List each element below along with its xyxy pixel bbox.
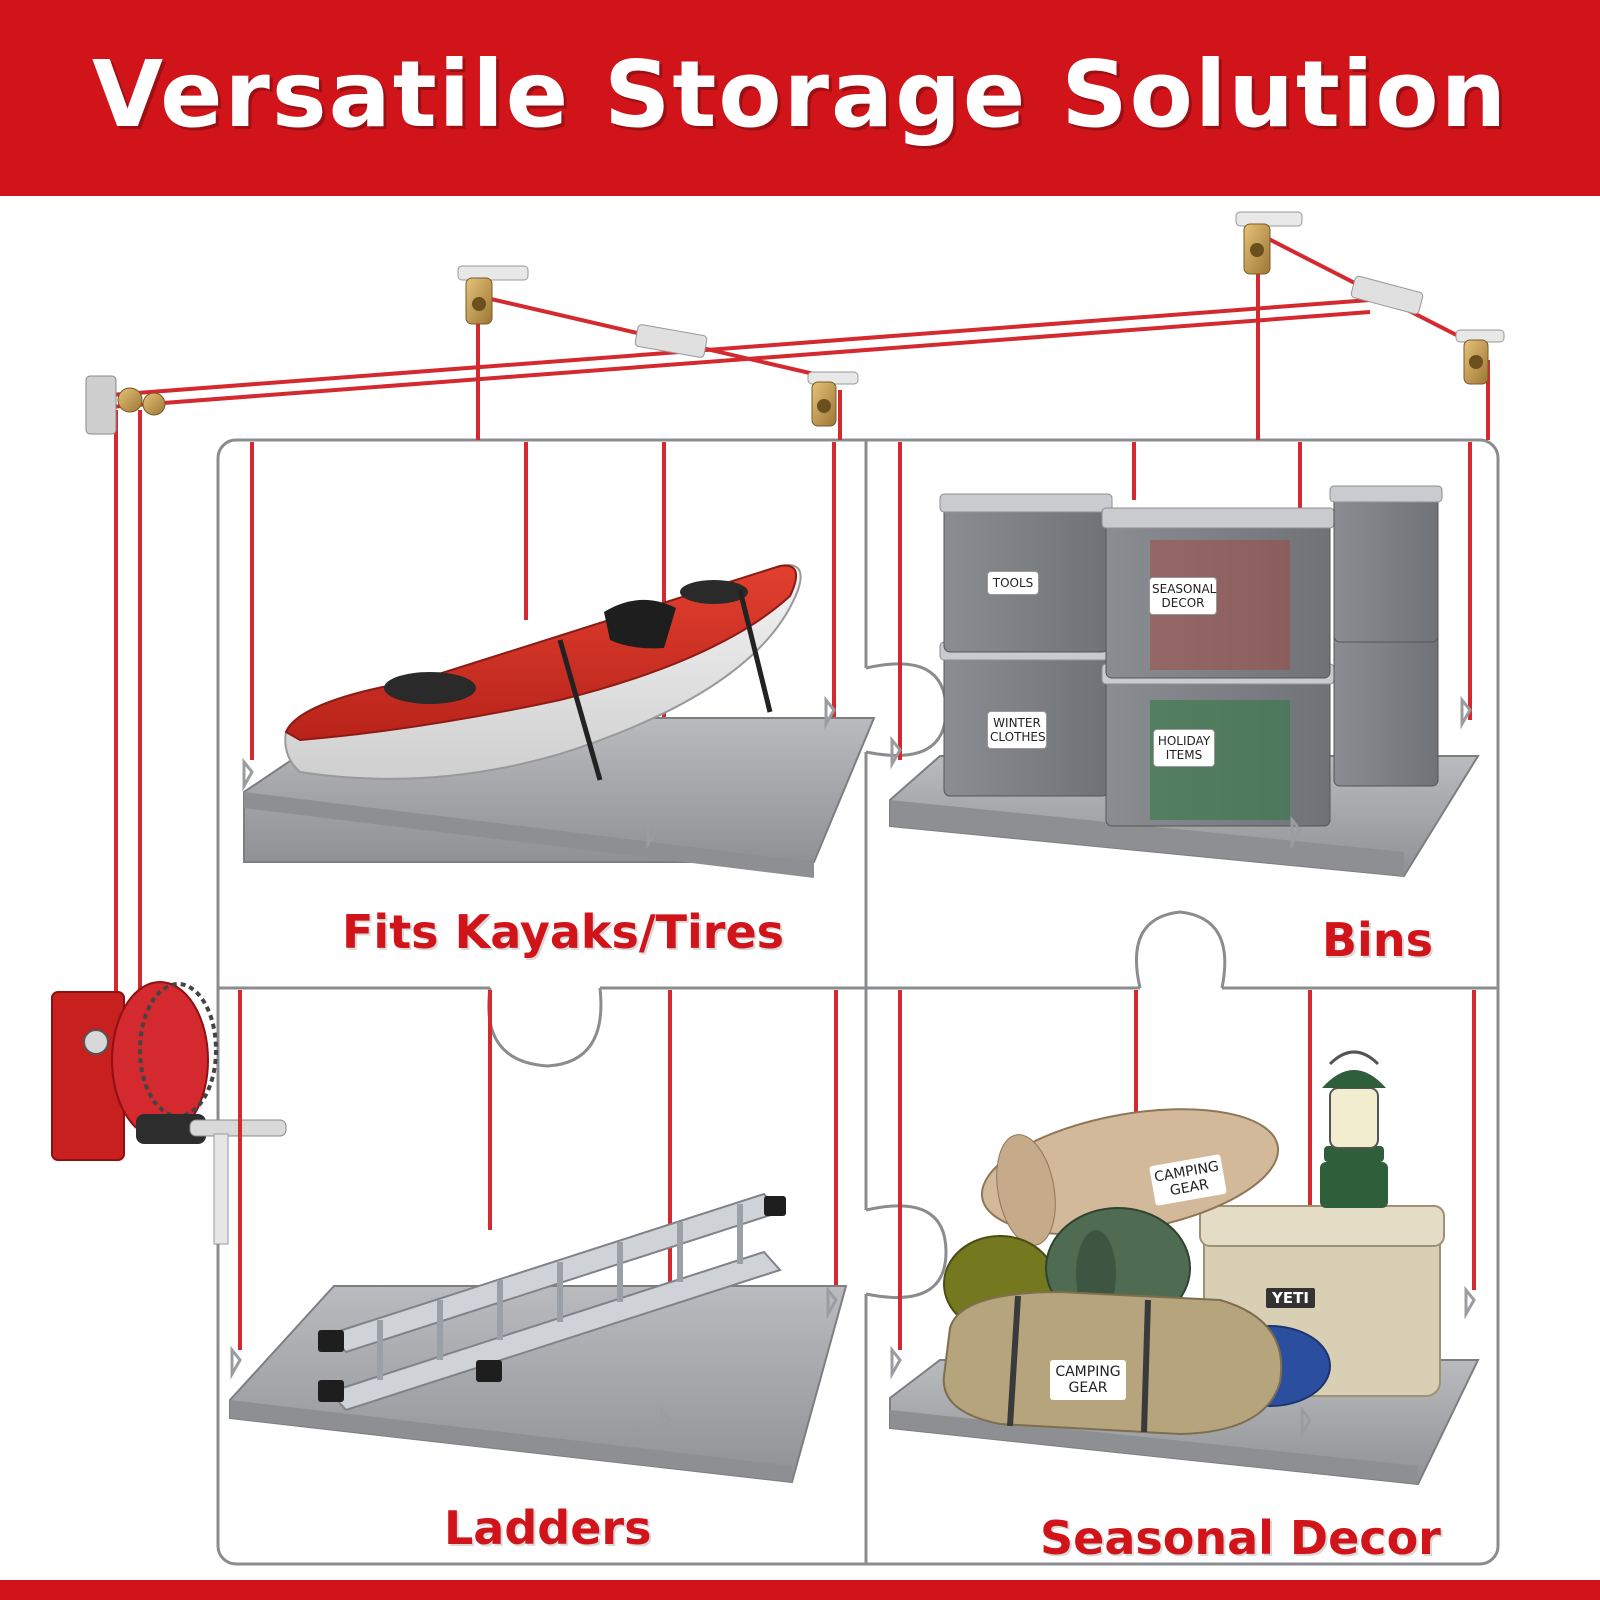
cooler-brand-label: YETI bbox=[1266, 1288, 1315, 1308]
pulley bbox=[1235, 211, 1303, 275]
camping-gear bbox=[942, 1050, 1445, 1436]
bin-label-tools: TOOLS bbox=[988, 572, 1038, 594]
rope-clamp bbox=[1350, 275, 1424, 315]
storage-bins bbox=[939, 485, 1443, 827]
bin-label-holiday-items: HOLIDAY ITEMS bbox=[1154, 730, 1214, 766]
panel-label-bins: Bins bbox=[1322, 913, 1433, 967]
pulley-set bbox=[85, 211, 1505, 435]
banner-title: Versatile Storage Solution bbox=[91, 41, 1509, 148]
ladder bbox=[318, 1192, 786, 1412]
lantern bbox=[1320, 1050, 1388, 1208]
rope-hooks bbox=[230, 695, 1476, 1440]
bag-label-camping-gear-bottom: CAMPING GEAR bbox=[1050, 1360, 1126, 1400]
bottom-accent-bar bbox=[0, 1580, 1600, 1600]
storage-bin bbox=[1101, 507, 1335, 679]
pulley bbox=[1455, 329, 1505, 385]
kayak bbox=[284, 564, 802, 781]
title-banner: Versatile Storage Solution bbox=[0, 0, 1600, 196]
duffel-bag bbox=[980, 1108, 1280, 1246]
storage-bin bbox=[1333, 627, 1439, 787]
storage-bin bbox=[1329, 485, 1443, 643]
bin-label-winter-clothes: WINTER CLOTHES bbox=[988, 712, 1046, 748]
wall-bracket-pulley bbox=[85, 375, 166, 435]
panel-label-seasonal-decor: Seasonal Decor bbox=[1040, 1511, 1441, 1565]
pulley bbox=[807, 371, 859, 427]
panel-label-ladders: Ladders bbox=[444, 1501, 652, 1555]
pulley bbox=[457, 265, 529, 325]
panel-label-kayaks: Fits Kayaks/Tires bbox=[342, 905, 785, 959]
rope-clamp bbox=[634, 324, 708, 358]
storage-bin bbox=[1101, 663, 1335, 827]
bin-label-seasonal-decor: SEASONAL DECOR bbox=[1150, 578, 1216, 614]
hand-winch bbox=[51, 981, 287, 1245]
